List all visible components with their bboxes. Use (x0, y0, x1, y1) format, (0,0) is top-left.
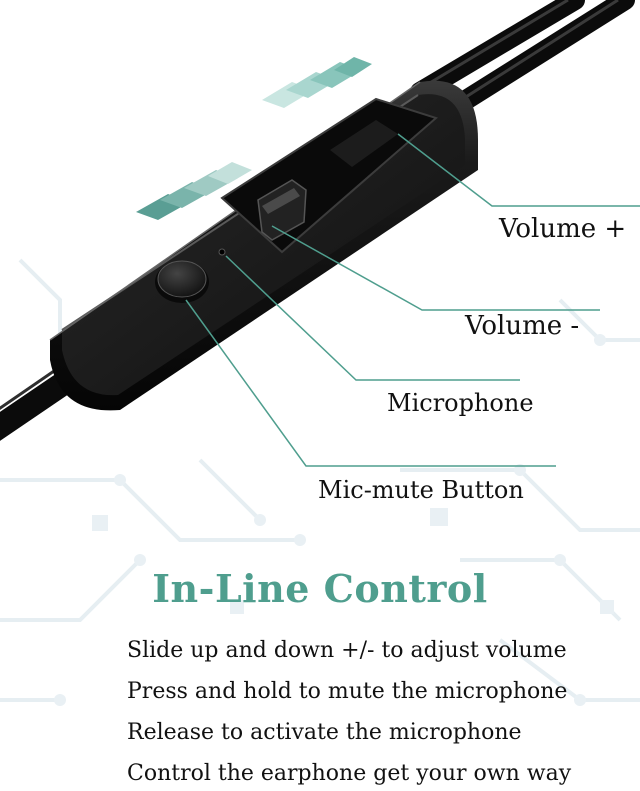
description-line-1: Slide up and down +/- to adjust volume (127, 638, 567, 663)
volume-slider-knob (257, 179, 307, 241)
label-volume-down: Volume - (465, 311, 580, 341)
callout-lines (185, 133, 640, 467)
mic-mute-button (155, 260, 209, 303)
microphone-hole (218, 248, 226, 256)
slide-up-arrows (262, 57, 372, 108)
label-mic-mute-button: Mic-mute Button (318, 476, 524, 504)
label-volume-up: Volume + (499, 214, 627, 244)
slide-down-arrows (136, 162, 252, 220)
section-title: In-Line Control (152, 566, 488, 611)
description-line-2: Press and hold to mute the microphone (127, 679, 568, 704)
label-microphone: Microphone (387, 389, 534, 417)
description-line-4: Control the earphone get your own way (127, 761, 572, 786)
description-line-3: Release to activate the microphone (127, 720, 522, 745)
circuit-nodes (54, 334, 614, 706)
